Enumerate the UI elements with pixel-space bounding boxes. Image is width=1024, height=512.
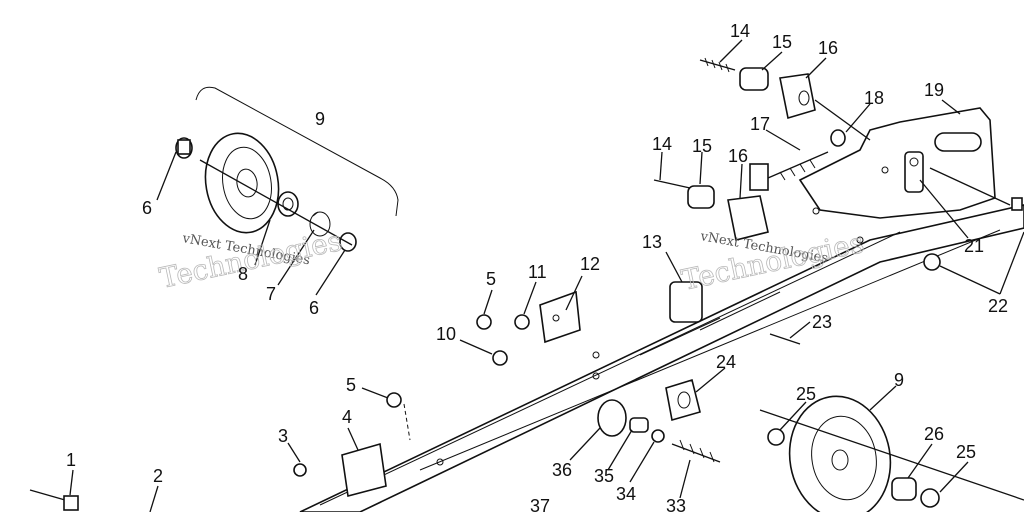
callout-9-lower: 9 xyxy=(894,370,904,390)
callout-5-upper: 5 xyxy=(486,269,496,289)
upper-shock-mount-hardware xyxy=(653,57,871,241)
callout-8: 8 xyxy=(238,264,248,284)
callout-labels: 1 2 3 4 5 5 6 6 7 8 9 9 10 11 12 13 14 1… xyxy=(66,21,1008,512)
callout-15-upper: 15 xyxy=(772,32,792,52)
callout-16-upper: 16 xyxy=(818,38,838,58)
center-mount-hardware xyxy=(476,281,801,422)
callout-6-left: 6 xyxy=(142,198,152,218)
callout-18: 18 xyxy=(864,88,884,108)
callout-37: 37 xyxy=(530,496,550,512)
callout-26: 26 xyxy=(924,424,944,444)
callout-2: 2 xyxy=(153,466,163,486)
callout-16-lower: 16 xyxy=(728,146,748,166)
callout-4: 4 xyxy=(342,407,352,427)
callout-11: 11 xyxy=(528,262,547,282)
callout-36: 36 xyxy=(552,460,572,480)
callout-7: 7 xyxy=(266,284,276,304)
callout-25-right: 25 xyxy=(956,442,976,462)
callout-1: 1 xyxy=(66,450,76,470)
callout-14-lower: 14 xyxy=(652,134,672,154)
callout-5-lower: 5 xyxy=(346,375,356,395)
callout-33: 33 xyxy=(666,496,686,512)
callout-13: 13 xyxy=(642,232,662,252)
callout-21: 21 xyxy=(964,236,984,256)
callout-14-upper: 14 xyxy=(730,21,750,41)
idler-wheel-assembly-lower xyxy=(597,395,1024,512)
callout-12: 12 xyxy=(580,254,600,274)
leader-lines xyxy=(69,39,1024,512)
callout-22: 22 xyxy=(988,296,1008,316)
callout-23: 23 xyxy=(812,312,832,332)
bracket-21 xyxy=(904,151,1023,211)
callout-6-right: 6 xyxy=(309,298,319,318)
nut-22 xyxy=(923,253,941,271)
callout-10: 10 xyxy=(436,324,456,344)
rear-bracket-plate xyxy=(798,107,996,219)
callout-34: 34 xyxy=(616,484,636,504)
callout-19: 19 xyxy=(924,80,944,100)
callout-25-left: 25 xyxy=(796,384,816,404)
callout-3: 3 xyxy=(278,426,288,446)
callout-17: 17 xyxy=(750,114,770,134)
main-rail xyxy=(299,204,1024,512)
callout-9-upper: 9 xyxy=(315,109,325,129)
callout-35: 35 xyxy=(594,466,614,486)
watermark: vNext Technologies Technologies vNext Te… xyxy=(156,224,867,298)
front-mount-hardware xyxy=(29,392,411,511)
callout-15-lower: 15 xyxy=(692,136,712,156)
callout-24: 24 xyxy=(716,352,736,372)
idler-wheel-assembly-upper xyxy=(175,86,399,252)
